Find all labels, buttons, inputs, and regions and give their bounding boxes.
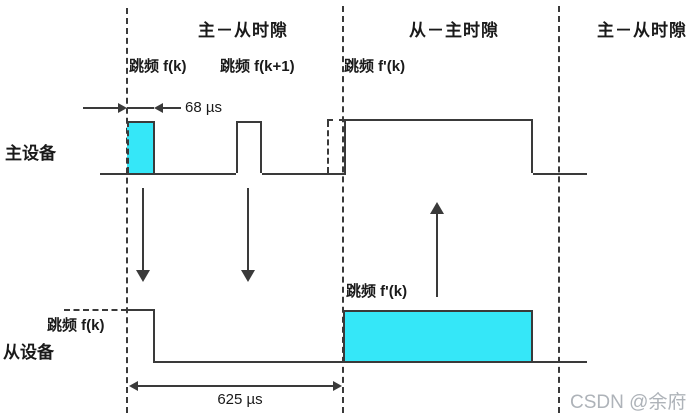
slave-low-line xyxy=(153,361,587,363)
dim625-arrowhead-right-icon xyxy=(333,381,342,391)
master-baseline-seg2 xyxy=(262,173,346,175)
slot-header-master-slave-1: 主－从时隙 xyxy=(198,21,288,40)
slot-boundary-line-2 xyxy=(342,6,344,413)
hop-label-fpk-top: 跳频 f'(k) xyxy=(344,58,406,75)
master-device-label: 主设备 xyxy=(5,144,56,163)
up-arrow-icon xyxy=(430,202,444,214)
master-tx-pulse-fk xyxy=(127,121,155,173)
slot-boundary-line-1 xyxy=(126,8,128,413)
slot-header-master-slave-2: 主－从时隙 xyxy=(597,21,687,40)
slot-header-slave-master: 从－主时隙 xyxy=(409,21,499,40)
slot-boundary-line-3 xyxy=(558,6,560,413)
slave-fall-edge xyxy=(153,309,155,362)
hop-label-fpk-slave: 跳频 f'(k) xyxy=(346,283,408,300)
master-tx-pulse-fk1 xyxy=(236,121,262,173)
master-rx-window-pulse xyxy=(344,119,533,173)
dim625-arrowhead-left-icon xyxy=(129,381,138,391)
slave-tx-pulse-fpk xyxy=(343,310,533,361)
dim68-label: 68 µs xyxy=(185,99,222,116)
slave-high-dotted-line xyxy=(64,309,127,311)
dim68-arrowhead-right-icon xyxy=(118,103,127,113)
hop-label-fk1: 跳频 f(k+1) xyxy=(220,58,295,75)
up-arrow-line xyxy=(436,214,438,297)
master-rx-dashed-rise xyxy=(327,121,329,173)
dim68-ext-line-right xyxy=(163,107,181,109)
dim625-label: 625 µs xyxy=(217,391,263,408)
slave-high-line xyxy=(127,309,155,311)
master-baseline-seg1 xyxy=(100,173,236,175)
master-baseline-seg3 xyxy=(533,173,587,175)
down-arrow-1-line xyxy=(142,188,144,270)
dim68-ext-line-left xyxy=(83,107,119,109)
down-arrow-2-icon xyxy=(241,270,255,282)
dim68-arrowhead-left-icon xyxy=(154,103,163,113)
master-rx-dashed-top xyxy=(327,119,345,121)
hop-label-fk-slave: 跳频 f(k) xyxy=(47,317,105,334)
slave-device-label: 从设备 xyxy=(3,343,54,362)
down-arrow-1-icon xyxy=(136,270,150,282)
dim625-span-line xyxy=(136,385,335,387)
dim68-span-line xyxy=(127,107,154,109)
down-arrow-2-line xyxy=(247,188,249,270)
watermark-text: CSDN @余府 xyxy=(570,392,687,413)
hop-label-fk: 跳频 f(k) xyxy=(129,58,187,75)
